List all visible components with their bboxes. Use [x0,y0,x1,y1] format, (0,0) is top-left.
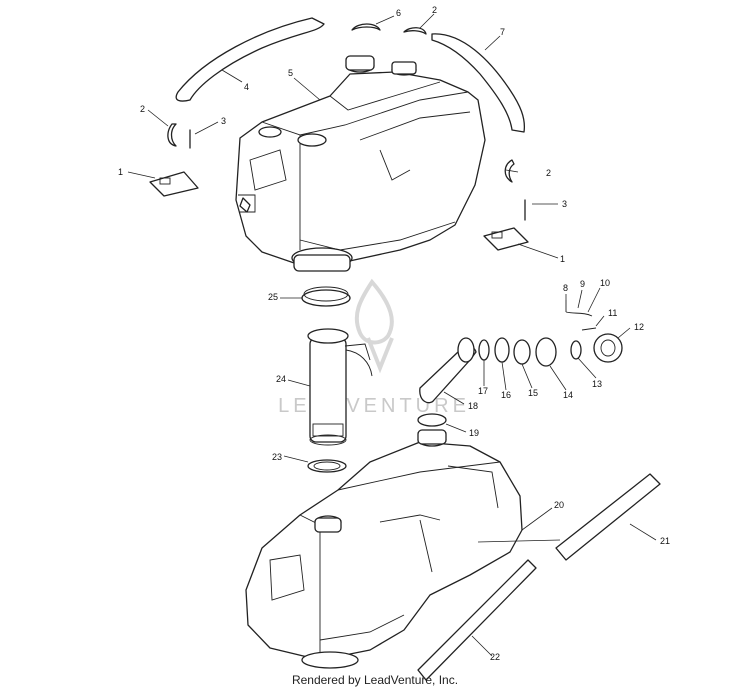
clip-11 [581,327,597,331]
foam-pad-21 [555,473,661,561]
fuel-cap-12 [593,333,623,363]
upper-fuel-tank [235,55,486,272]
retaining-clip-2-right [504,159,515,183]
gasket-13 [570,340,582,360]
lower-fuel-tank [245,429,523,669]
callout-22: 22 [490,652,500,662]
callout-23: 23 [272,452,282,462]
callout-9: 9 [580,279,585,289]
lock-ring-25 [301,289,351,307]
retaining-clip-2-top [403,27,427,35]
callout-7: 7 [500,27,505,37]
callout-14: 14 [563,390,573,400]
callout-18: 18 [468,401,478,411]
flame-logo-icon [354,278,394,374]
callout-11: 11 [608,308,617,318]
callout-16: 16 [501,390,511,400]
callout-1-right: 1 [560,254,565,264]
hose-clamp-19 [417,413,447,427]
fuel-pump-body [309,337,347,443]
callout-12: 12 [634,322,644,332]
callout-20: 20 [554,500,564,510]
callout-4: 4 [244,82,249,92]
leader-lines [127,13,657,657]
callout-2-right: 2 [546,168,551,178]
neck-14 [535,337,557,367]
callout-3-right: 3 [562,199,567,209]
callout-5: 5 [288,68,293,78]
mounting-bracket-left [149,171,199,197]
tether-9 [565,311,593,317]
callout-2-left: 2 [140,104,145,114]
callout-1-left: 1 [118,167,123,177]
callout-2-top: 2 [432,5,437,15]
retaining-clip-6 [351,23,381,31]
callout-8: 8 [563,283,568,293]
callout-17: 17 [478,386,488,396]
nut-16 [494,337,510,363]
gasket-15 [513,339,531,365]
hold-down-strap-right [431,33,526,133]
watermark-text: LEADVENTURE [278,395,470,417]
callout-3-left: 3 [221,116,226,126]
filler-components [417,300,623,427]
callout-24: 24 [276,374,286,384]
callout-13: 13 [592,379,602,389]
fuel-pump-assembly [301,286,373,473]
footer-credit: Rendered by LeadVenture, Inc. [291,673,459,687]
callout-10: 10 [600,278,610,288]
mounting-bracket-right [483,227,529,251]
callout-21: 21 [660,536,670,546]
callout-25: 25 [268,292,278,302]
clamp-17 [478,339,490,361]
callout-19: 19 [469,428,479,438]
retaining-clip-2-left [167,123,177,147]
callout-6: 6 [396,8,401,18]
callouts: 1 1 2 2 2 3 3 4 5 6 7 8 9 10 11 12 13 14… [118,5,670,662]
callout-15: 15 [528,388,538,398]
hold-down-strap-left [175,17,325,102]
